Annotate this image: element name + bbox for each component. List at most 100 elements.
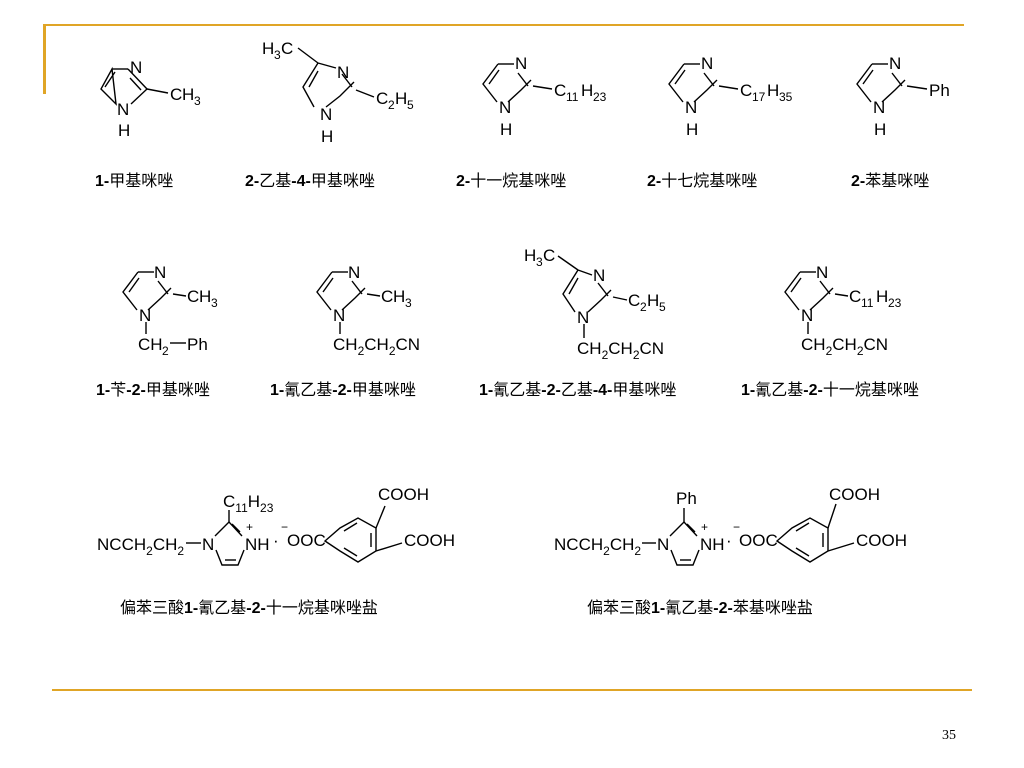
- structure-c2: H 3 C N N H C 2 H 5: [262, 39, 414, 146]
- caption-c1: 1-甲基咪唑: [95, 172, 173, 190]
- svg-text:偏苯三酸1-氰乙基-2-十一烷基咪唑盐: 偏苯三酸1-氰乙基-2-十一烷基咪唑盐: [120, 599, 378, 617]
- atom-h: H: [395, 89, 407, 108]
- atom-n: N: [348, 263, 360, 282]
- subscript: 3: [274, 48, 281, 62]
- name-text: 甲基咪唑: [109, 172, 173, 190]
- atom-c: C: [628, 291, 640, 310]
- atom-c: C: [740, 81, 752, 100]
- svg-text:CH2CH2CN: CH2CH2CN: [333, 335, 420, 358]
- structure-c8: H 3 C N N C 2 H 5 CH2CH2CN: [524, 246, 666, 362]
- carboxylate-group: OOC: [287, 531, 326, 550]
- structure-c4: N N H C 17 H 35: [668, 54, 793, 139]
- subscript: 3: [194, 94, 201, 108]
- carboxyl-group: COOH: [856, 531, 907, 550]
- atom-n: N: [139, 306, 151, 325]
- svg-text:偏苯三酸1-氰乙基-2-苯基咪唑盐: 偏苯三酸1-氰乙基-2-苯基咪唑盐: [587, 599, 813, 617]
- atom-n: N: [577, 308, 589, 327]
- locant: 1-: [95, 173, 109, 190]
- svg-text:NCCH2CH2: NCCH2CH2: [97, 535, 184, 558]
- atom-h: H: [767, 81, 779, 100]
- atom-n: N: [657, 535, 669, 554]
- structure-c7: N N C H 3 CH2CH2CN: [316, 263, 420, 358]
- atom-h: H: [500, 120, 512, 139]
- caption-c3: 2-十一烷基咪唑: [456, 172, 566, 190]
- svg-text:NH: NH: [245, 535, 270, 554]
- caption-c8: 1-氰乙基-2-乙基-4-甲基咪唑: [479, 381, 676, 399]
- atom-ph: Ph: [929, 81, 950, 100]
- atom-c: C: [281, 39, 293, 58]
- atom-n: N: [889, 54, 901, 73]
- atom-n: N: [117, 100, 129, 119]
- subscript: 2: [388, 98, 395, 112]
- structure-c11: NCCH2CH2 N Ph + NH · − OOC COOH COOH: [554, 485, 907, 566]
- atom-h: H: [524, 246, 536, 265]
- subscript: 3: [536, 255, 543, 269]
- caption-c5: 2-苯基咪唑: [851, 172, 929, 190]
- minus-charge: −: [733, 520, 740, 534]
- svg-text:1-氰乙基-2-十一烷基咪唑: 1-氰乙基-2-十一烷基咪唑: [741, 381, 919, 399]
- atom-c: C: [554, 81, 566, 100]
- subscript: 2: [640, 300, 647, 314]
- plus-charge: +: [246, 520, 253, 534]
- svg-text:CH2CH2CN: CH2CH2CN: [577, 339, 664, 362]
- atom-n: N: [337, 63, 349, 82]
- caption-c7: 1-氰乙基-2-甲基咪唑: [270, 381, 416, 399]
- caption-c9: 1-氰乙基-2-十一烷基咪唑: [741, 381, 919, 399]
- caption-c4: 2-十七烷基咪唑: [647, 172, 757, 190]
- accent-vertical-bar: [43, 24, 46, 94]
- atom-ch: CH: [138, 335, 163, 354]
- svg-text:1-氰乙基-2-甲基咪唑: 1-氰乙基-2-甲基咪唑: [270, 381, 416, 399]
- subscript: 11: [861, 296, 874, 310]
- subscript: 35: [779, 90, 793, 104]
- atom-n: N: [130, 58, 142, 77]
- atom-n: N: [685, 98, 697, 117]
- svg-text:NCCH2CH2: NCCH2CH2: [554, 535, 641, 558]
- carboxyl-group: COOH: [829, 485, 880, 504]
- atom-n: N: [593, 266, 605, 285]
- caption-c11: 偏苯三酸1-氰乙基-2-苯基咪唑盐: [587, 599, 813, 617]
- atom-c: C: [376, 89, 388, 108]
- atom-h: H: [581, 81, 593, 100]
- structure-c3: N N H C 11 H 23: [482, 54, 607, 139]
- carboxylate-group: OOC: [739, 531, 778, 550]
- atom-n: N: [801, 306, 813, 325]
- atom-n: N: [816, 263, 828, 282]
- caption-c6: 1-苄-2-甲基咪唑: [96, 381, 210, 399]
- atom-h: H: [686, 120, 698, 139]
- atom-h: H: [262, 39, 274, 58]
- structure-c9: N N C 11 H 23 CH2CH2CN: [784, 263, 902, 358]
- svg-text:1-氰乙基-2-乙基-4-甲基咪唑: 1-氰乙基-2-乙基-4-甲基咪唑: [479, 381, 676, 399]
- atom-c: C: [187, 287, 199, 306]
- caption-c2: 2-乙基-4-甲基咪唑: [245, 172, 375, 190]
- accent-bottom-line: [52, 689, 972, 691]
- atom-n: N: [333, 306, 345, 325]
- subscript: 2: [162, 344, 169, 358]
- atom-c: C: [170, 85, 182, 104]
- atom-h: H: [321, 127, 333, 146]
- svg-text:CH2CH2CN: CH2CH2CN: [801, 335, 888, 358]
- carboxyl-group: COOH: [378, 485, 429, 504]
- atom-c: C: [381, 287, 393, 306]
- subscript: 11: [566, 90, 579, 104]
- page-number: 35: [942, 728, 956, 743]
- atom-n: N: [154, 263, 166, 282]
- atom-c: C: [849, 287, 861, 306]
- subscript: 3: [405, 296, 412, 310]
- subscript: 23: [888, 296, 902, 310]
- atom-h: H: [874, 120, 886, 139]
- svg-text:C11H23: C11H23: [223, 492, 274, 515]
- atom-n: N: [515, 54, 527, 73]
- atom-h: H: [876, 287, 888, 306]
- svg-text:2-十一烷基咪唑: 2-十一烷基咪唑: [456, 172, 566, 190]
- svg-text:1-甲基咪唑: 1-甲基咪唑: [95, 172, 173, 190]
- accent-top-line: [43, 24, 964, 26]
- svg-text:2-苯基咪唑: 2-苯基咪唑: [851, 172, 929, 190]
- salt-dot: ·: [726, 531, 732, 550]
- svg-text:2-十七烷基咪唑: 2-十七烷基咪唑: [647, 172, 757, 190]
- atom-n: N: [499, 98, 511, 117]
- atom-h: H: [393, 287, 405, 306]
- atom-c: C: [543, 246, 555, 265]
- atom-ph: Ph: [187, 335, 208, 354]
- minus-charge: −: [281, 520, 288, 534]
- atom-n: N: [873, 98, 885, 117]
